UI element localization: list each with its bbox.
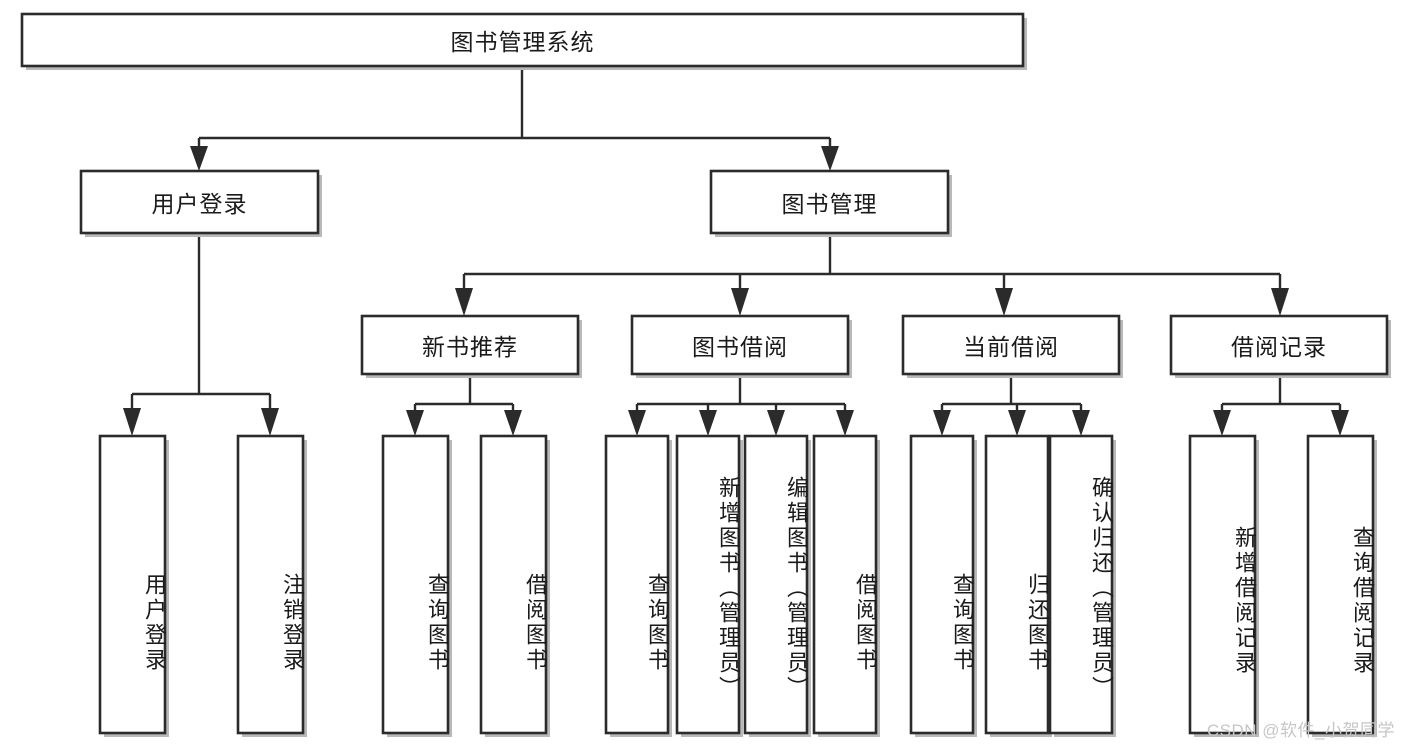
arrow-nbr-to-query-icon bbox=[406, 410, 424, 436]
node-leaf-query-book-3-rect bbox=[909, 434, 975, 735]
arrow-bm-to-borrow-record-icon bbox=[1271, 288, 1289, 316]
node-leaf-user-login-rect bbox=[98, 434, 167, 735]
arrow-ul-to-login-icon bbox=[123, 408, 141, 436]
edge-group-book-borrow bbox=[628, 374, 854, 436]
arrow-nbr-to-borrow-icon bbox=[504, 410, 522, 436]
node-leaf-borrow-book-2-rect bbox=[812, 434, 878, 735]
edge-group-new-book-recommend bbox=[406, 374, 522, 436]
node-new-book-recommend-rect bbox=[360, 314, 580, 376]
node-leaf-query-book-3[interactable] bbox=[909, 434, 977, 737]
node-leaf-edit-book-admin[interactable] bbox=[743, 434, 811, 737]
node-leaf-confirm-return-admin[interactable] bbox=[1048, 434, 1116, 737]
node-leaf-add-book-admin[interactable] bbox=[675, 434, 743, 737]
node-leaf-query-book-2[interactable] bbox=[604, 434, 672, 737]
arrow-bm-to-book-borrow-icon bbox=[731, 288, 749, 316]
arrow-bb-to-borrow-icon bbox=[836, 410, 854, 436]
node-leaf-query-borrow-record[interactable] bbox=[1306, 434, 1377, 737]
node-leaf-edit-book-admin-rect bbox=[743, 434, 809, 735]
edge-group-user-login bbox=[123, 233, 279, 436]
node-book-management[interactable] bbox=[709, 169, 952, 237]
node-user-login-rect bbox=[79, 169, 320, 235]
arrow-root-to-user-login-icon bbox=[190, 146, 208, 171]
node-leaf-borrow-book-2[interactable] bbox=[812, 434, 880, 737]
node-leaf-confirm-return-admin-rect bbox=[1048, 434, 1114, 735]
arrow-bb-to-add-icon bbox=[699, 410, 717, 436]
node-leaf-query-book-2-rect bbox=[604, 434, 670, 735]
node-book-borrow-rect bbox=[630, 314, 850, 376]
node-book-borrow[interactable] bbox=[630, 314, 852, 378]
arrow-br-to-add-icon bbox=[1213, 410, 1231, 436]
arrow-ul-to-logout-icon bbox=[261, 408, 279, 436]
node-leaf-user-logout-rect bbox=[236, 434, 305, 735]
arrow-root-to-book-management-icon bbox=[821, 146, 839, 171]
edge-group-borrow-record bbox=[1213, 374, 1349, 436]
node-leaf-add-borrow-record-rect bbox=[1188, 434, 1257, 735]
node-current-borrow-rect bbox=[901, 314, 1121, 376]
edge-group-book-management bbox=[455, 233, 1289, 316]
arrow-bb-to-edit-icon bbox=[767, 410, 785, 436]
node-leaf-borrow-book-1-rect bbox=[479, 434, 548, 735]
node-book-management-rect bbox=[709, 169, 950, 235]
node-root[interactable] bbox=[20, 12, 1027, 70]
edge-group-current-borrow bbox=[933, 374, 1090, 436]
arrow-bm-to-current-borrow-icon bbox=[995, 288, 1013, 316]
arrow-cb-to-query-icon bbox=[933, 410, 951, 436]
node-leaf-borrow-book-1[interactable] bbox=[479, 434, 550, 737]
node-new-book-recommend[interactable] bbox=[360, 314, 582, 378]
arrow-bb-to-query-icon bbox=[628, 410, 646, 436]
arrow-cb-to-confirm-icon bbox=[1072, 410, 1090, 436]
node-leaf-add-borrow-record[interactable] bbox=[1188, 434, 1259, 737]
node-leaf-query-book-1-rect bbox=[381, 434, 450, 735]
node-leaf-user-logout[interactable] bbox=[236, 434, 307, 737]
node-leaf-return-book[interactable] bbox=[984, 434, 1052, 737]
node-leaf-user-login[interactable] bbox=[98, 434, 169, 737]
node-user-login[interactable] bbox=[79, 169, 322, 237]
node-leaf-add-book-admin-rect bbox=[675, 434, 741, 735]
node-leaf-query-book-1[interactable] bbox=[381, 434, 452, 737]
arrow-br-to-query-icon bbox=[1331, 410, 1349, 436]
arrow-bm-to-new-book-icon bbox=[455, 288, 473, 316]
node-borrow-record-rect bbox=[1169, 314, 1389, 376]
node-current-borrow[interactable] bbox=[901, 314, 1123, 378]
arrow-cb-to-return-icon bbox=[1008, 410, 1026, 436]
node-root-rect bbox=[20, 12, 1025, 68]
edge-group-root bbox=[190, 66, 839, 171]
node-borrow-record[interactable] bbox=[1169, 314, 1391, 378]
node-leaf-return-book-rect bbox=[984, 434, 1050, 735]
node-leaf-query-borrow-record-rect bbox=[1306, 434, 1375, 735]
